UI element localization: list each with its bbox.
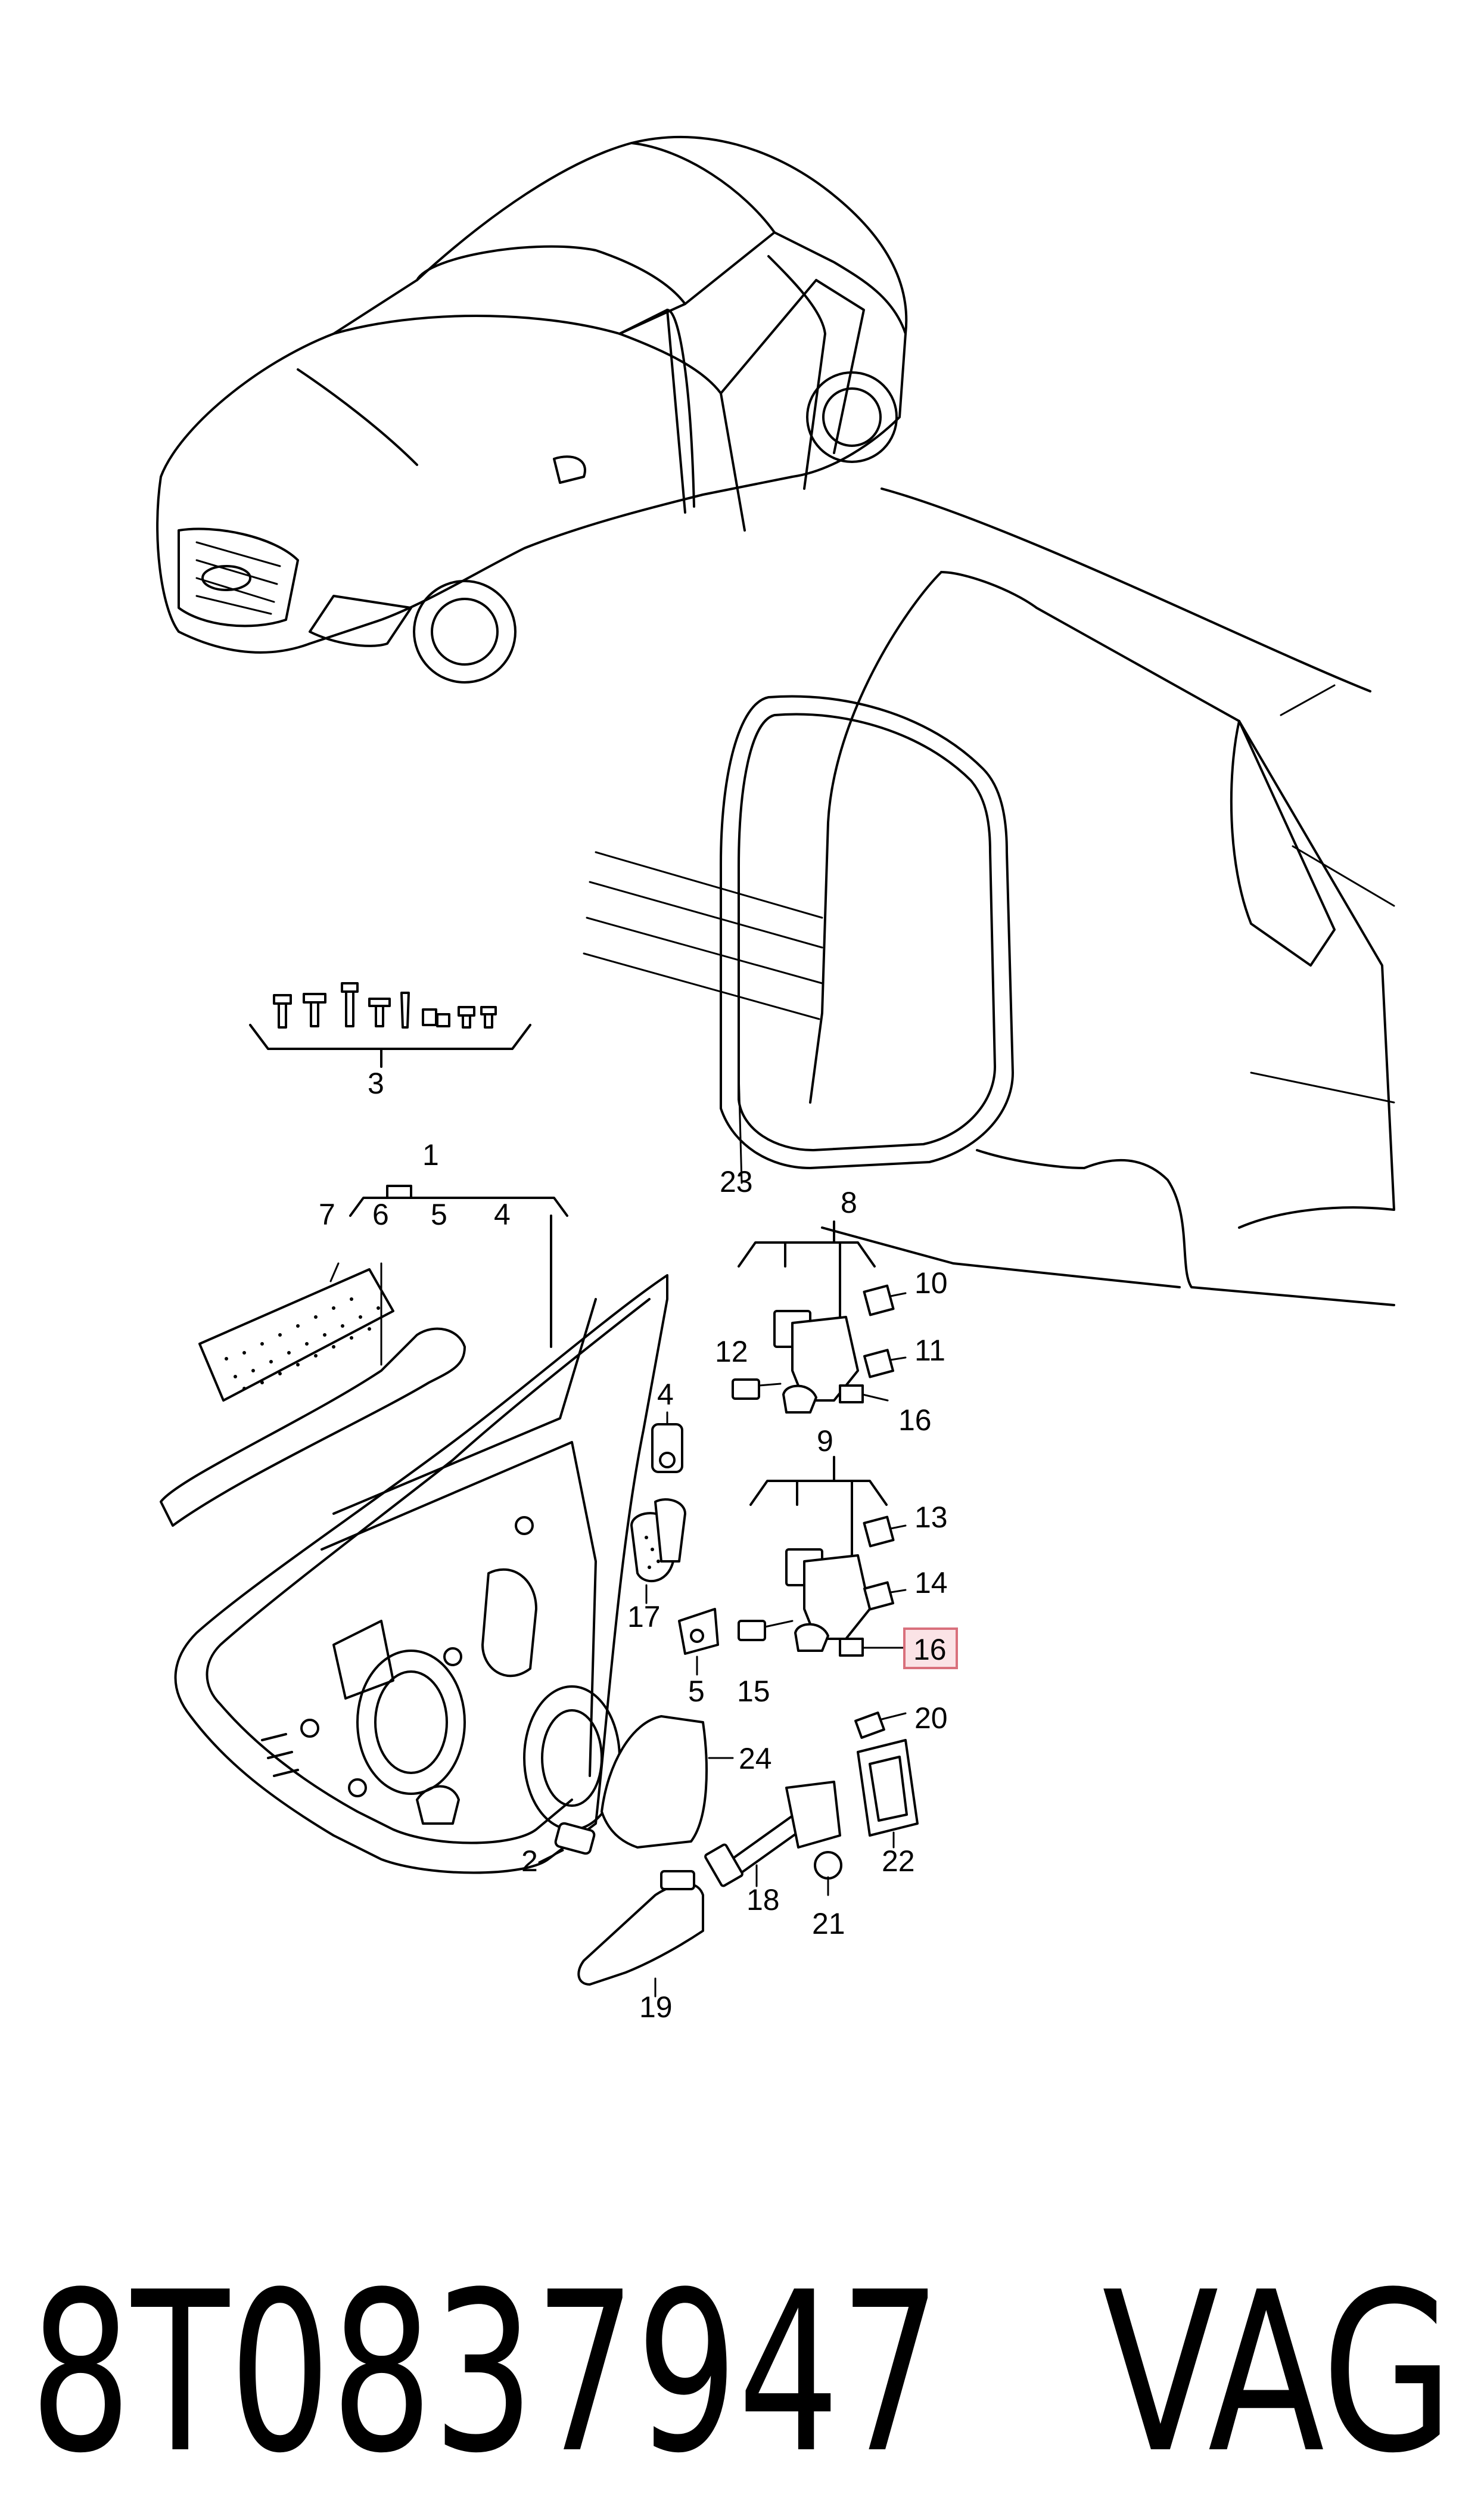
- label-17: 17: [627, 1600, 661, 1633]
- label-18: 18: [746, 1883, 780, 1917]
- label-15: 15: [737, 1675, 770, 1708]
- label-4-clip: 4: [657, 1378, 674, 1411]
- clip-5: [678, 1608, 719, 1676]
- label-2: 2: [521, 1844, 538, 1878]
- label-11: 11: [914, 1334, 945, 1367]
- door-seal-23: [720, 695, 1014, 1184]
- car-overview-illustration: [156, 136, 908, 684]
- screw-set-3: [249, 982, 531, 1068]
- rear-door-shell: [174, 1274, 668, 1874]
- callout-labels: 1 7 6 5 4 3 23 8 10 12 11 16 4 9 13 14 1…: [319, 1067, 958, 2024]
- label-13: 13: [914, 1501, 948, 1534]
- latch-17: [630, 1498, 686, 1604]
- bolt-2: [538, 1822, 596, 1863]
- seal-strip-6: [160, 1327, 466, 1527]
- cover-24: [601, 1715, 734, 1849]
- hinge-upper-8: [732, 1220, 907, 1414]
- bolt-20: [854, 1712, 907, 1739]
- label-12: 12: [715, 1335, 748, 1368]
- hinge-lower-9: [738, 1456, 925, 1657]
- door-check-18: [704, 1781, 841, 1887]
- part-number: 8T0837947: [30, 2245, 941, 2502]
- label-5: 5: [431, 1198, 447, 1231]
- label-23: 23: [720, 1165, 753, 1198]
- label-3: 3: [368, 1067, 384, 1100]
- bracket-1: [349, 1185, 568, 1348]
- label-22: 22: [882, 1844, 915, 1878]
- label-24: 24: [739, 1742, 772, 1775]
- label-20: 20: [914, 1701, 948, 1735]
- label-1: 1: [422, 1138, 439, 1172]
- label-16-highlighted: 16: [913, 1633, 947, 1666]
- brand-name: VAG: [1102, 2245, 1454, 2502]
- bolt-21: [814, 1851, 842, 1896]
- label-21: 21: [812, 1907, 845, 1940]
- sound-pad-7: [198, 1268, 394, 1402]
- label-10: 10: [914, 1266, 948, 1300]
- label-5-clip: 5: [688, 1675, 705, 1708]
- highlighted-callout-box: [903, 1627, 958, 1669]
- label-7: 7: [319, 1198, 335, 1231]
- label-16-upper: 16: [898, 1403, 932, 1437]
- clip-4: [651, 1411, 683, 1473]
- body-side-illustration: [583, 487, 1395, 1306]
- label-14: 14: [914, 1566, 948, 1599]
- label-6: 6: [372, 1198, 389, 1231]
- handle-19: [577, 1870, 704, 1998]
- label-9: 9: [817, 1424, 833, 1458]
- label-8: 8: [841, 1186, 857, 1219]
- seal-22: [857, 1739, 919, 1849]
- label-4: 4: [494, 1198, 511, 1231]
- label-19: 19: [639, 1990, 673, 2024]
